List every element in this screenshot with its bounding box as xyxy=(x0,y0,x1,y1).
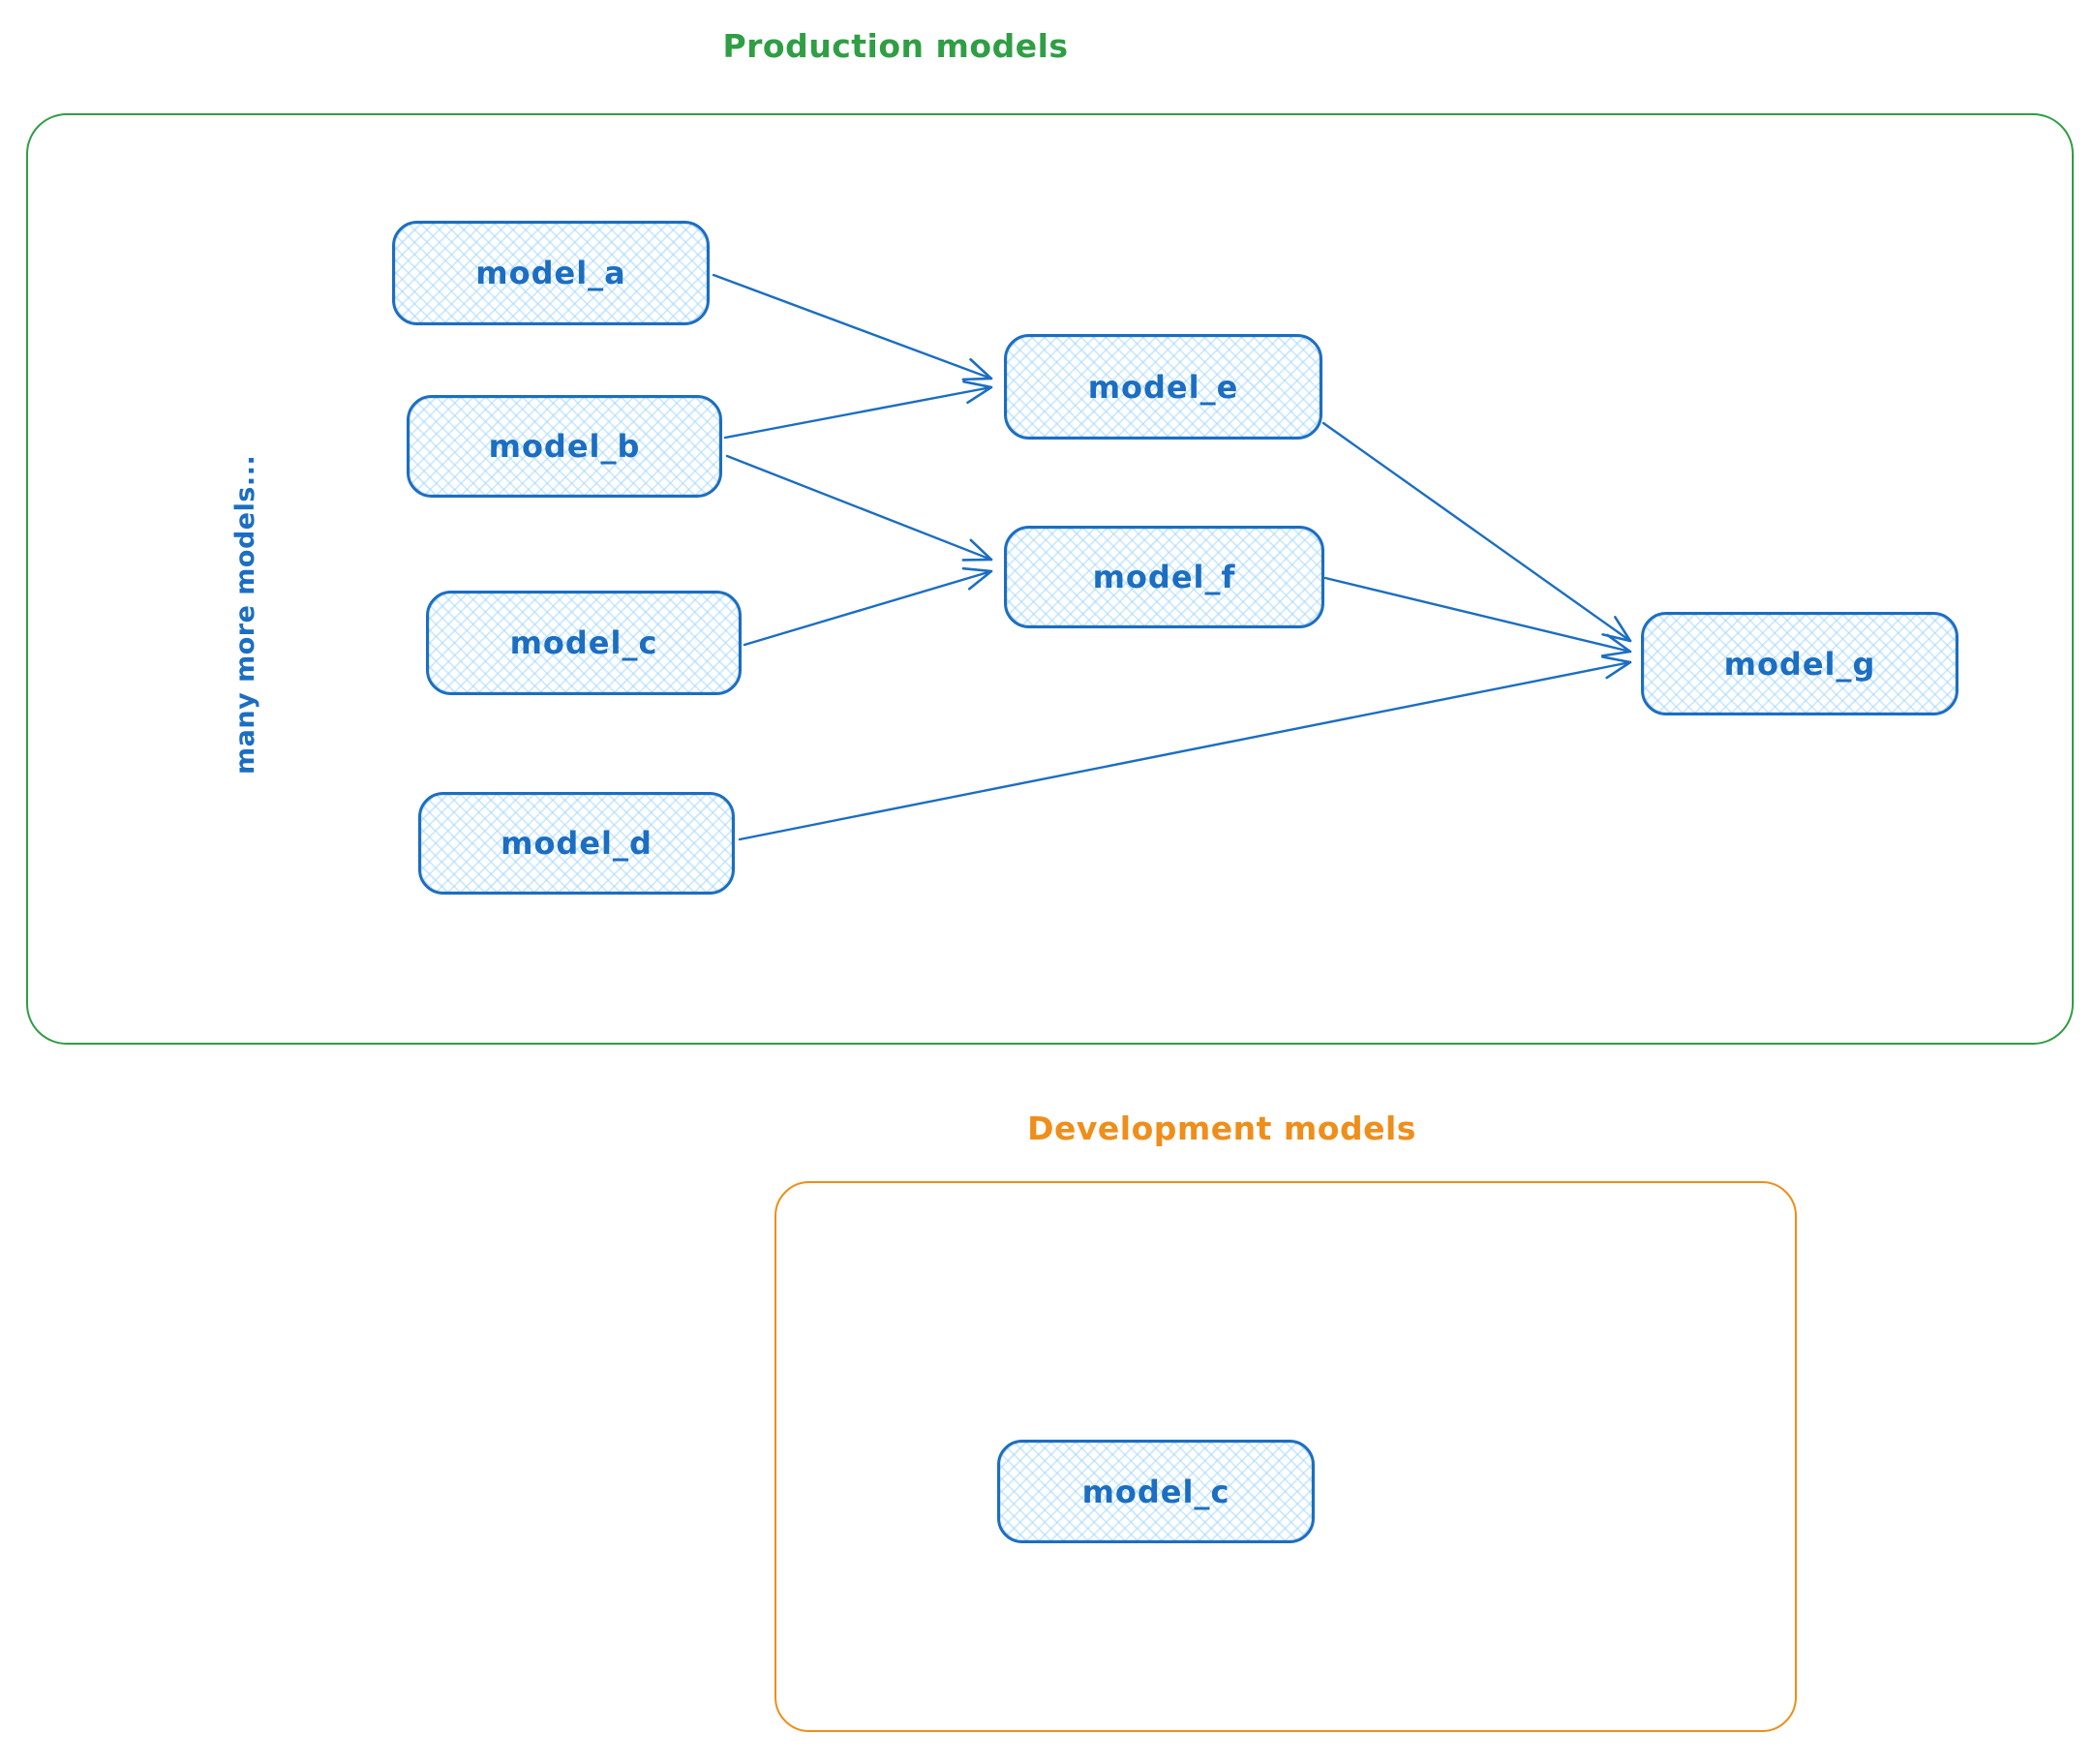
development-group-title: Development models xyxy=(1027,1110,1416,1147)
node-model-c: model_c xyxy=(426,591,742,695)
node-model-d-label: model_d xyxy=(501,825,653,862)
development-group-frame xyxy=(774,1181,1797,1732)
node-model-a: model_a xyxy=(392,221,710,325)
node-model-g-label: model_g xyxy=(1723,645,1876,683)
node-model-e-label: model_e xyxy=(1087,368,1239,406)
production-group-frame xyxy=(26,113,2074,1045)
node-model-c-label: model_c xyxy=(509,624,658,661)
node-model-d: model_d xyxy=(418,792,735,895)
many-more-models-note: many more models... xyxy=(230,454,260,775)
node-model-f-label: model_f xyxy=(1092,559,1236,595)
node-model-a-label: model_a xyxy=(475,255,626,291)
node-model-e: model_e xyxy=(1004,334,1322,440)
node-model-g: model_g xyxy=(1641,612,1958,715)
node-dev-model-c: model_c xyxy=(997,1440,1315,1543)
node-model-f: model_f xyxy=(1004,526,1324,628)
production-group-title: Production models xyxy=(722,27,1069,65)
node-model-b-label: model_b xyxy=(488,428,641,465)
node-dev-model-c-label: model_c xyxy=(1081,1473,1230,1510)
node-model-b: model_b xyxy=(407,395,722,498)
